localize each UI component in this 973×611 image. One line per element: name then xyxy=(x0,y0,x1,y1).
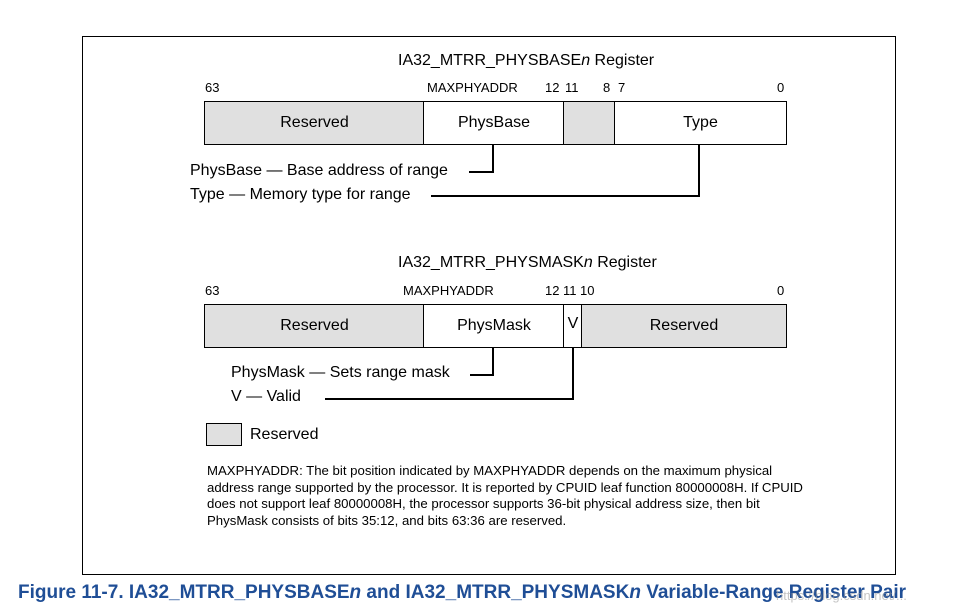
physbase-bit-8: 8 xyxy=(603,80,611,95)
figure-frame xyxy=(82,36,896,575)
physmask-physmask-label: PhysMask xyxy=(457,317,531,334)
watermark: https://blog.csdn.net/... xyxy=(776,588,907,603)
physmask-bit-10: 10 xyxy=(580,283,595,298)
physmask-bit-0: 0 xyxy=(777,283,785,298)
physmask-reserved-low-field: Reserved xyxy=(581,304,787,348)
physbase-bit-12: 12 xyxy=(545,80,560,95)
physbase-bit-0: 0 xyxy=(777,80,785,95)
physbase-physbase-field: PhysBase xyxy=(423,101,565,145)
physmask-title-italic: n xyxy=(583,254,593,271)
physmask-bit-maxphyaddr: MAXPHYADDR xyxy=(403,283,494,298)
key-reserved-label: Reserved xyxy=(250,426,319,443)
physbase-reserved-mid-field xyxy=(563,101,616,145)
physmask-physmask-field: PhysMask xyxy=(423,304,565,348)
physbase-type-label: Type xyxy=(683,114,718,131)
physbase-bit-7: 7 xyxy=(618,80,626,95)
physbase-reserved-label: Reserved xyxy=(280,114,349,131)
physmask-bit-63: 63 xyxy=(205,283,220,298)
physbase-physbase-label: PhysBase xyxy=(457,114,531,131)
physmask-valid-field: V xyxy=(563,304,583,348)
physbase-legend-physbase: PhysBase — Base address of range xyxy=(190,162,448,179)
physbase-bit-11: 11 xyxy=(565,80,579,95)
physbase-title-prefix: IA32_MTRR_PHYSBASE xyxy=(398,52,582,69)
physmask-reserved-low-label: Reserved xyxy=(649,317,719,334)
physbase-connector-h xyxy=(469,171,494,173)
physbase-bit-maxphyaddr: MAXPHYADDR xyxy=(427,80,518,95)
physmask-connector-v xyxy=(492,348,494,375)
physbase-connector-v xyxy=(492,145,494,172)
physmask-title-prefix: IA32_MTRR_PHYSMASK xyxy=(398,254,584,271)
physmask-register-title: IA32_MTRR_PHYSMASKn Register xyxy=(398,254,657,272)
physmask-legend-physmask: PhysMask — Sets range mask xyxy=(231,364,450,381)
physbase-legend-type: Type — Memory type for range xyxy=(190,186,411,203)
key-reserved-swatch xyxy=(206,423,242,446)
physbase-title-italic: n xyxy=(581,52,591,69)
valid-connector-v xyxy=(572,348,574,399)
physbase-title-suffix: Register xyxy=(590,52,655,69)
physmask-bit-12: 12 xyxy=(545,283,560,298)
type-connector-h xyxy=(431,195,700,197)
maxphyaddr-note: MAXPHYADDR: The bit position indicated b… xyxy=(207,463,803,528)
physmask-valid-label: V xyxy=(567,315,579,332)
physbase-register-title: IA32_MTRR_PHYSBASEn Register xyxy=(398,52,654,70)
physbase-reserved-field: Reserved xyxy=(204,101,425,145)
valid-connector-h xyxy=(325,398,574,400)
physbase-type-field: Type xyxy=(614,101,787,145)
physmask-title-suffix: Register xyxy=(592,254,657,271)
physmask-reserved-field: Reserved xyxy=(204,304,425,348)
figure-caption: Figure 11-7. IA32_MTRR_PHYSBASEn and IA3… xyxy=(18,582,906,603)
physmask-connector-h xyxy=(470,374,494,376)
physmask-legend-valid: V — Valid xyxy=(231,388,301,405)
physmask-reserved-label: Reserved xyxy=(280,317,349,334)
type-connector-v xyxy=(698,145,700,196)
physmask-bit-11: 11 xyxy=(563,283,577,298)
physbase-bit-63: 63 xyxy=(205,80,220,95)
